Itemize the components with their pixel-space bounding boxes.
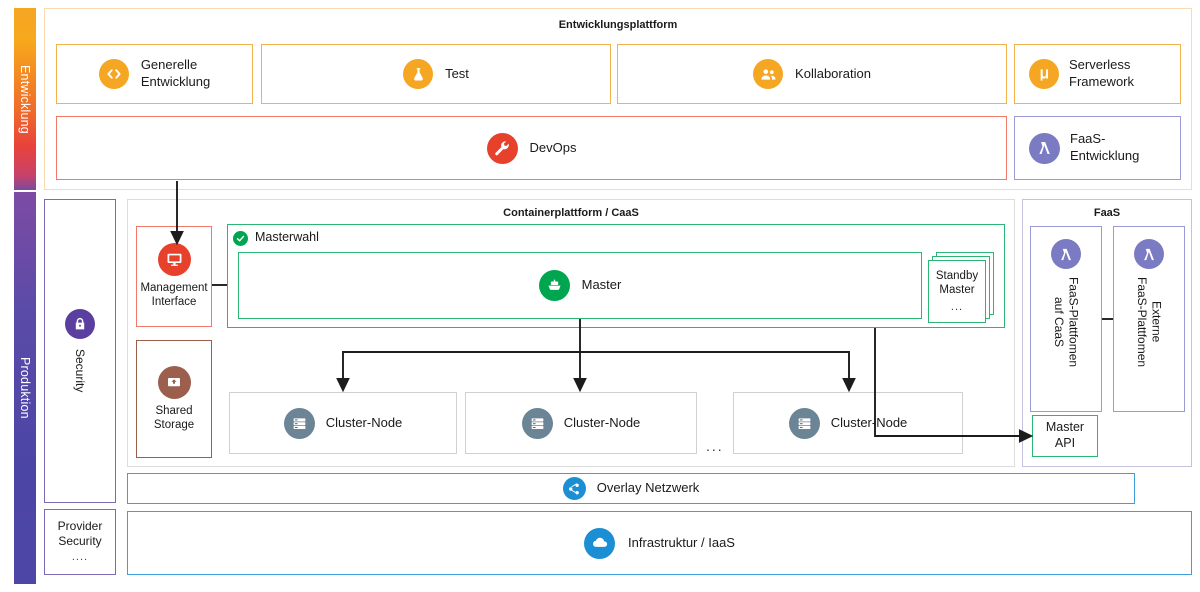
server-stack-icon: [788, 407, 820, 439]
faas-title: FaaS: [1093, 207, 1121, 219]
tile-serverless-framework[interactable]: Serverless Framework: [1014, 44, 1181, 104]
tile-label: DevOps: [529, 139, 577, 155]
cluster-node-2[interactable]: Cluster-Node: [465, 392, 697, 454]
standby-master-box[interactable]: Standby Master ...: [928, 260, 986, 323]
lifecycle-bar-entwicklung: Entwicklung: [14, 8, 36, 190]
lambda-icon: [1051, 239, 1081, 269]
monitor-icon: [157, 243, 191, 277]
cloud-icon: [584, 527, 616, 559]
share-nodes-icon: [562, 477, 586, 500]
lock-icon: [65, 309, 95, 340]
overlay-network-bar[interactable]: Overlay Netzwerk: [127, 473, 1135, 504]
lambda-icon: [1029, 132, 1060, 164]
tile-label: Test: [445, 65, 469, 81]
tile-label: Serverless Framework: [1069, 57, 1135, 89]
shared-storage-box[interactable]: Shared Storage: [136, 340, 212, 458]
management-interface-label: Management Interface: [140, 282, 208, 308]
server-stack-icon: [283, 407, 315, 439]
flask-icon: [403, 59, 434, 89]
cluster-node-label: Cluster-Node: [830, 414, 908, 430]
lifecycle-label-entwicklung: Entwicklung: [18, 64, 32, 134]
cluster-node-label: Cluster-Node: [325, 414, 403, 430]
tile-test[interactable]: Test: [261, 44, 611, 104]
tile-label: Kollaboration: [795, 65, 871, 81]
tile-label: Generelle Entwicklung: [140, 57, 211, 89]
wrench-icon: [486, 132, 518, 164]
tile-faas-entwicklung[interactable]: FaaS- Entwicklung: [1014, 116, 1181, 180]
mu-icon: [1029, 59, 1059, 89]
code-brackets-icon: [98, 59, 129, 89]
security-panel[interactable]: Security: [44, 199, 116, 503]
masterwahl-label: Masterwahl: [255, 230, 319, 245]
faas-platform-label: FaaS-Plattfomen auf CaaS: [1052, 277, 1081, 368]
people-icon: [753, 59, 784, 89]
dev-platform-title: Entwicklungsplattform: [558, 19, 678, 31]
cluster-nodes-ellipsis: ...: [706, 438, 724, 454]
storage-box-icon: [157, 365, 191, 399]
provider-security-dots: ....: [71, 551, 89, 564]
standby-master-label: Standby Master: [935, 269, 979, 297]
tile-devops[interactable]: DevOps: [56, 116, 1007, 180]
master-api-box[interactable]: Master API: [1032, 415, 1098, 457]
tile-generelle-entwicklung[interactable]: Generelle Entwicklung: [56, 44, 253, 104]
standby-master-dots: ...: [950, 300, 964, 313]
faas-platform-on-caas[interactable]: FaaS-Plattfomen auf CaaS: [1030, 226, 1102, 412]
helm-icon: [538, 270, 570, 301]
lambda-icon: [1134, 239, 1164, 269]
infrastructure-bar[interactable]: Infrastruktur / IaaS: [127, 511, 1192, 575]
faas-platform-external[interactable]: Externe FaaS-Plattfomen: [1113, 226, 1185, 412]
tile-kollaboration[interactable]: Kollaboration: [617, 44, 1007, 104]
provider-security-label: Provider Security: [57, 519, 103, 549]
lifecycle-label-produktion: Produktion: [18, 357, 32, 419]
infrastructure-label: Infrastruktur / IaaS: [628, 534, 735, 550]
cluster-node-label: Cluster-Node: [563, 414, 641, 430]
container-platform-title: Containerplattform / CaaS: [503, 207, 639, 219]
security-label: Security: [73, 349, 87, 393]
provider-security-panel[interactable]: Provider Security ....: [44, 509, 116, 575]
cluster-node-1[interactable]: Cluster-Node: [229, 392, 457, 454]
check-circle-icon: [233, 231, 248, 246]
master-label: Master: [581, 277, 622, 293]
cluster-node-3[interactable]: Cluster-Node: [733, 392, 963, 454]
faas-platform-label: Externe FaaS-Plattfomen: [1135, 277, 1164, 368]
server-stack-icon: [521, 407, 553, 439]
management-interface-box[interactable]: Management Interface: [136, 226, 212, 327]
master-box[interactable]: Master: [238, 252, 922, 319]
overlay-network-label: Overlay Netzwerk: [596, 480, 700, 496]
lifecycle-bar-produktion: Produktion: [14, 192, 36, 584]
tile-label: FaaS- Entwicklung: [1070, 131, 1140, 163]
shared-storage-label: Shared Storage: [153, 404, 195, 431]
